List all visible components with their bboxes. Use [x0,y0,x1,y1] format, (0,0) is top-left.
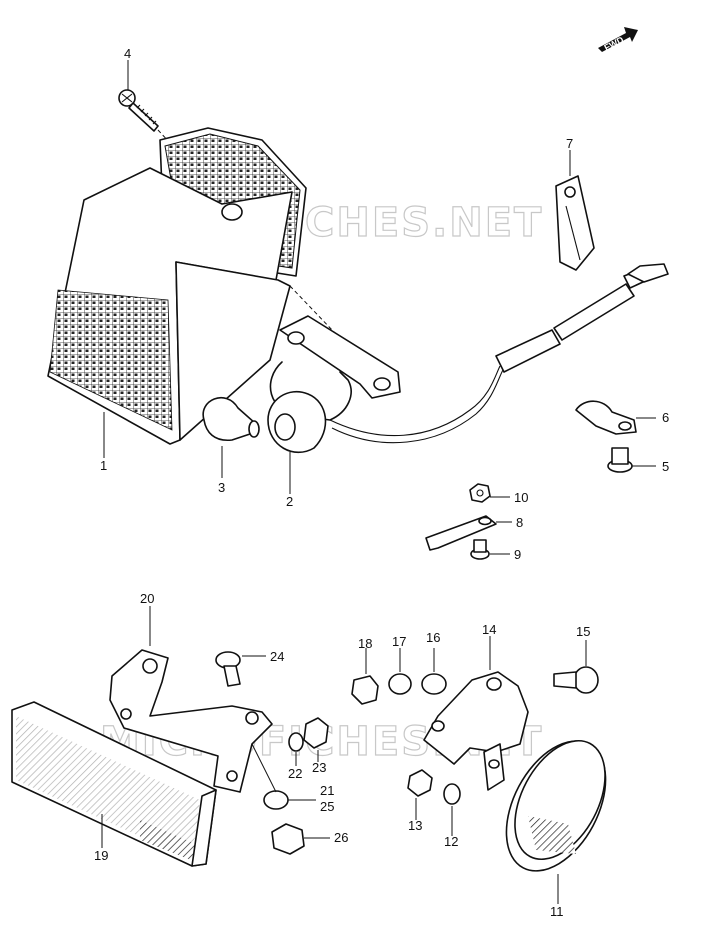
callout-7: 7 [566,136,573,151]
part-4-screw [118,89,233,211]
part-12-washer [443,783,461,805]
part-20-bracket [109,649,273,793]
part-2-socket [267,263,669,454]
part-22-washer [288,732,304,752]
part-6-cable-clip [575,400,637,435]
callout-13: 13 [408,818,422,833]
part-18-collar [351,675,379,705]
callout-11: 11 [550,904,564,919]
part-10-nut [469,483,491,503]
callout-26: 26 [334,830,348,845]
callout-2: 2 [286,494,293,509]
callout-21: 21 [320,783,334,798]
callout-5: 5 [662,459,669,474]
part-15-screw [553,666,599,694]
callout-4: 4 [124,46,131,61]
callout-25: 25 [320,799,334,814]
callout-17: 17 [392,634,406,649]
callout-16: 16 [426,630,440,645]
part-19-reflector [11,701,217,867]
part-26-nut [271,823,305,855]
callout-24: 24 [270,649,284,664]
part-24-screw [215,651,241,687]
callout-labels: 4 1 3 2 7 6 5 10 8 9 20 18 17 16 14 15 2… [94,46,669,919]
part-8-bracket [425,515,497,551]
callout-23: 23 [312,760,326,775]
callout-3: 3 [218,480,225,495]
callout-6: 6 [662,410,669,425]
callout-15: 15 [576,624,590,639]
callout-10: 10 [514,490,528,505]
callout-22: 22 [288,766,302,781]
part-13-nut [407,769,433,797]
callout-9: 9 [514,547,521,562]
part-7-clamp-strap [555,175,595,271]
callout-19: 19 [94,848,108,863]
part-16-washer [421,673,447,695]
part-23-nut [303,717,329,749]
callout-20: 20 [140,591,154,606]
part-1-lamp-housing [47,127,307,445]
part-21-25-washer [263,790,289,810]
part-14-bracket [423,671,529,791]
leader-lines [101,60,656,904]
part-17-washer [388,673,412,695]
callout-8: 8 [516,515,523,530]
callout-18: 18 [358,636,372,651]
forward-arrow-icon: FWD [598,27,638,53]
callout-1: 1 [100,458,107,473]
callout-14: 14 [482,622,496,637]
callout-12: 12 [444,834,458,849]
part-3-bulb [202,396,260,442]
part-5-bolt [607,447,633,473]
part-9-screw [470,539,490,560]
part-11-round-reflector [505,739,607,872]
